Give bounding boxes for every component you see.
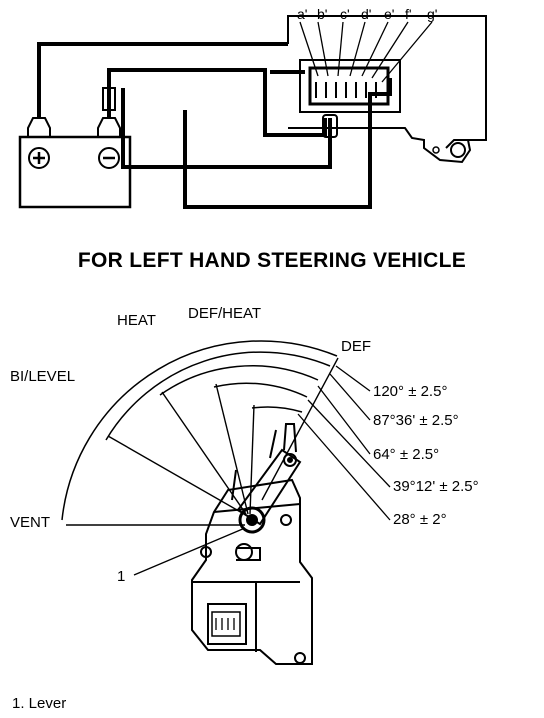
angle-label: 28° ± 2°: [393, 511, 447, 528]
connector-pin-label: d': [361, 6, 372, 22]
connector-pin-label: b': [317, 6, 328, 22]
lever: [231, 423, 302, 534]
connector-pin-label: g': [427, 6, 438, 22]
connector-pin-label: f': [405, 6, 412, 22]
angle-label: 87°36' ± 2.5°: [373, 412, 459, 429]
wire-harness: [37, 42, 392, 209]
mode-label-heat: HEAT: [117, 312, 156, 329]
lever-callout-number: 1: [117, 568, 126, 585]
legend-lever: 1. Lever: [12, 695, 67, 712]
mode-label-bi-level: BI/LEVEL: [10, 368, 76, 385]
actuator-connector-housing: [287, 15, 487, 164]
mode-label-def: DEF: [341, 338, 371, 355]
mode-label-vent: VENT: [10, 514, 51, 531]
angle-radial-lines: [66, 357, 339, 526]
actuator-motor: [191, 478, 313, 665]
angle-arcs: [61, 340, 338, 521]
diagram-title: FOR LEFT HAND STEERING VEHICLE: [77, 249, 467, 272]
pin-leader-lines: [299, 21, 433, 83]
callout-leaders: [133, 365, 391, 576]
positive-terminal-icon: [28, 147, 50, 169]
angle-label: 64° ± 2.5°: [373, 446, 440, 463]
connector-pin-label: e': [384, 6, 395, 22]
battery: [18, 117, 132, 209]
angle-label: 120° ± 2.5°: [373, 383, 448, 400]
mode-label-def-heat: DEF/HEAT: [188, 305, 262, 322]
connector-pin-label: a': [297, 6, 308, 22]
inline-fuse: [102, 87, 116, 111]
angle-label: 39°12' ± 2.5°: [393, 478, 479, 495]
connector-fuse: [322, 114, 338, 138]
connector-pin-label: c': [340, 6, 350, 22]
negative-terminal-icon: [98, 147, 120, 169]
